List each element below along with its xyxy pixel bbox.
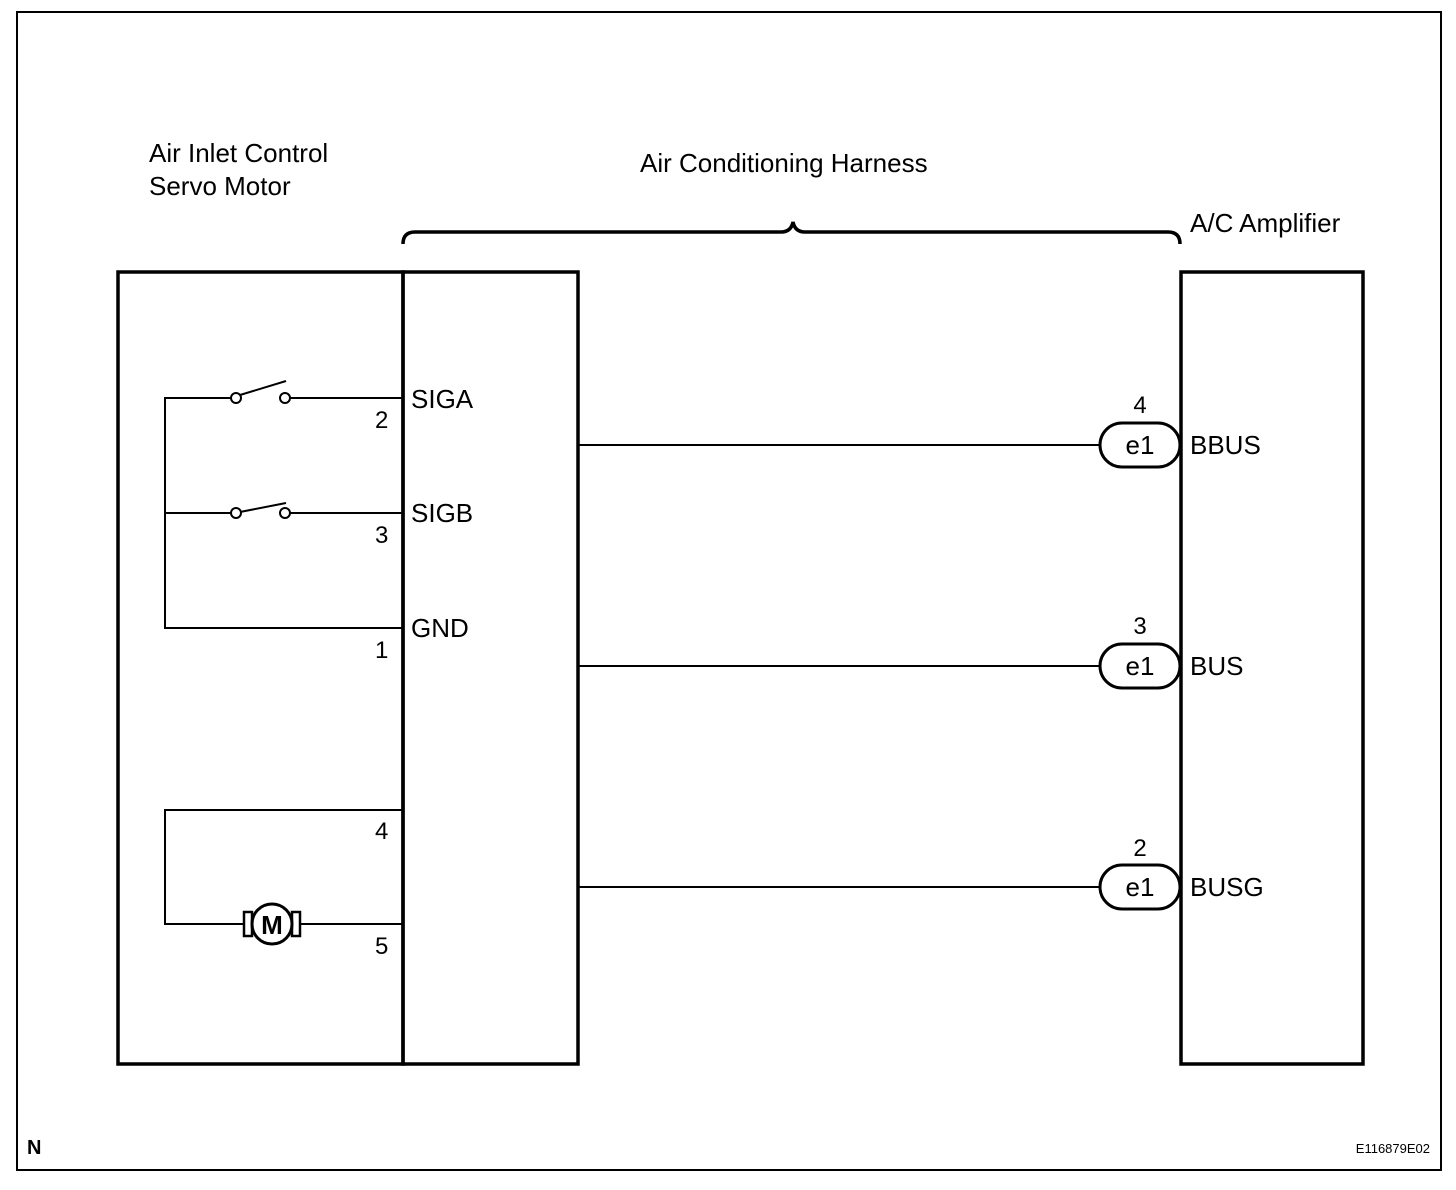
pin-number-gnd: 1 <box>375 637 388 664</box>
figure-code: E116879E02 <box>1356 1141 1430 1156</box>
switch-contact-icon <box>230 392 242 404</box>
pin-name-gnd: GND <box>411 613 469 643</box>
connector-e1-busg <box>1098 863 1182 911</box>
servo-motor-box <box>116 270 405 1066</box>
connector-code-busg: e1 <box>1126 872 1155 902</box>
pin-name-siga: SIGA <box>411 384 474 414</box>
connector-e1-bbus <box>1098 421 1182 469</box>
pin-number-motor-a: 4 <box>375 818 388 845</box>
servo-motor-label-line1: Air Inlet Control <box>149 138 328 168</box>
wire-bus: e1 3 BUS <box>578 613 1243 690</box>
pin-number-motor-b: 5 <box>375 933 388 960</box>
servo-motor-label-line2: Servo Motor <box>149 171 291 201</box>
switch-contact-icon <box>279 392 291 404</box>
pin-number-bbus: 4 <box>1133 392 1146 419</box>
corner-mark: N <box>27 1137 41 1159</box>
motor-icon <box>250 902 294 946</box>
motor-circuit: M <box>164 809 403 946</box>
wire-busg: e1 2 BUSG <box>578 835 1264 911</box>
position-switch-circuit <box>164 380 403 629</box>
pin-name-bbus: BBUS <box>1190 430 1261 460</box>
amplifier-label: A/C Amplifier <box>1190 208 1341 238</box>
pin-number-siga: 2 <box>375 407 388 434</box>
pin-number-bus: 3 <box>1133 613 1146 640</box>
pin-number-sigb: 3 <box>375 522 388 549</box>
connector-code-bbus: e1 <box>1126 430 1155 460</box>
switch-sigb-blade <box>239 502 287 513</box>
harness-label: Air Conditioning Harness <box>640 148 928 178</box>
pin-name-busg: BUSG <box>1190 872 1264 902</box>
outer-frame <box>16 11 1442 1171</box>
pin-name-sigb: SIGB <box>411 498 473 528</box>
harness-connector-box <box>401 270 580 1066</box>
connector-code-bus: e1 <box>1126 651 1155 681</box>
pin-number-busg: 2 <box>1133 835 1146 862</box>
pin-name-bus: BUS <box>1190 651 1243 681</box>
switch-siga-blade <box>239 380 287 396</box>
motor-symbol: M <box>261 910 283 940</box>
wire-bbus: e1 4 BBUS <box>578 392 1261 469</box>
harness-brace <box>401 221 1182 245</box>
switch-contact-icon <box>230 507 242 519</box>
switch-contact-icon <box>279 507 291 519</box>
connector-e1-bus <box>1098 642 1182 690</box>
